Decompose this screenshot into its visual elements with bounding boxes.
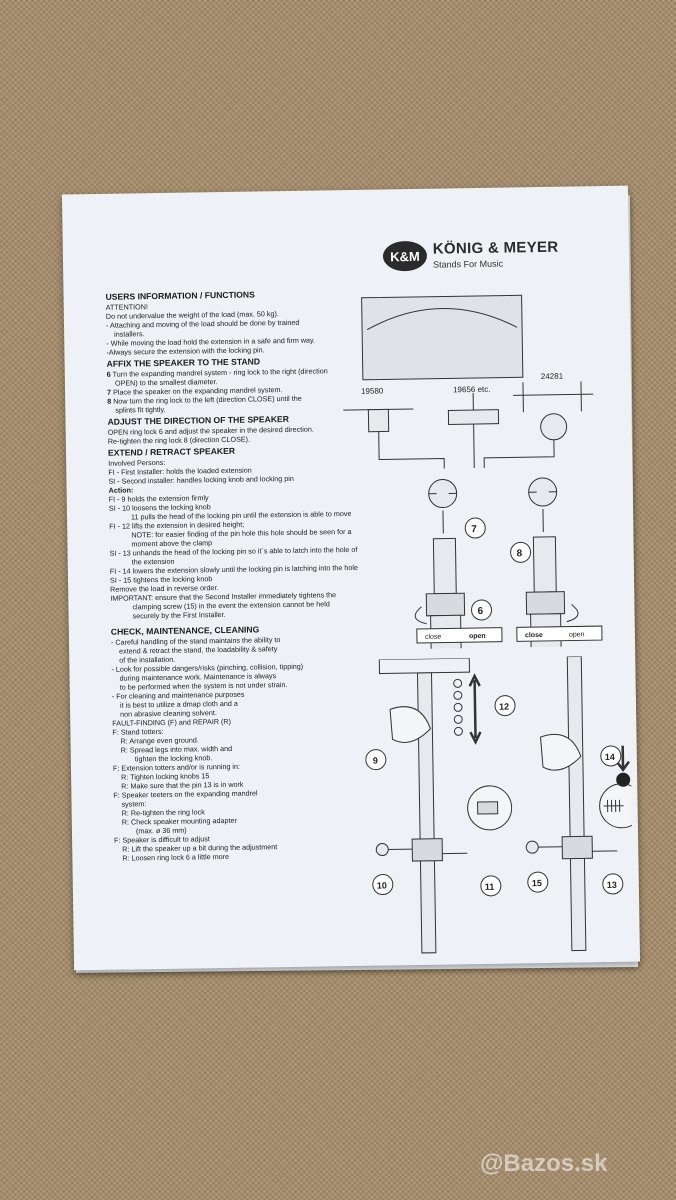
part-label-19580: 19580 — [361, 386, 384, 395]
callout-14-label: 14 — [605, 752, 615, 762]
part-label-24281: 24281 — [541, 372, 564, 381]
step-number: 8 — [107, 396, 112, 406]
pole-right — [566, 655, 587, 952]
brand-name: KÖNIG & MEYER — [432, 238, 559, 258]
pole-left — [416, 672, 437, 954]
load-bracket — [378, 657, 471, 675]
callout-7: 7 — [464, 517, 486, 539]
mandrel-left — [414, 479, 466, 651]
close-open-bar-left — [416, 627, 503, 644]
callout-9-label: 9 — [373, 756, 378, 766]
up-down-arrow — [468, 673, 482, 745]
callout-8: 8 — [510, 541, 532, 563]
step-number: 7 — [106, 387, 112, 397]
step-number: 6 — [106, 369, 111, 379]
speaker-mount-illustration: 19580 19656 etc. 24281 7 8 6 close open … — [343, 294, 603, 651]
callout-12-label: 12 — [499, 702, 509, 712]
callout-6-label: 6 — [477, 606, 483, 617]
watermark: @Bazos.sk — [480, 1150, 608, 1177]
brand-tagline: Stands For Music — [433, 258, 504, 270]
speaker-curve — [366, 308, 518, 331]
callout-14: 14 — [600, 745, 622, 767]
callout-11: 11 — [480, 875, 502, 897]
close-open-bar-right — [516, 625, 603, 642]
km-logo: K&M — [382, 240, 428, 272]
adapter-19656 — [447, 393, 500, 449]
adapter-24281 — [513, 381, 594, 441]
callout-13-label: 13 — [607, 880, 617, 890]
clamp-left — [411, 838, 443, 862]
callout-10: 10 — [372, 874, 394, 896]
callout-8-label: 8 — [517, 548, 523, 559]
callout-7-label: 7 — [471, 524, 477, 535]
speaker-cabinet — [361, 294, 524, 381]
mandrel-right — [525, 477, 579, 651]
down-arrow — [615, 745, 630, 772]
callout-11-label: 11 — [485, 882, 495, 892]
close-label-right: close — [525, 632, 543, 639]
callout-15-label: 15 — [532, 878, 542, 888]
hand-right — [539, 733, 582, 771]
open-label-right: open — [569, 631, 585, 638]
callout-12: 12 — [494, 695, 516, 717]
hand-left — [389, 706, 431, 743]
manual-sheet: K&M KÖNIG & MEYER Stands For Music USERS… — [61, 185, 641, 971]
clamp-right — [561, 835, 593, 860]
part-label-19656: 19656 etc. — [453, 385, 491, 395]
close-label-left: close — [425, 634, 442, 641]
open-label-left: open — [469, 633, 486, 640]
callout-10-label: 10 — [377, 880, 387, 890]
callout-6: 6 — [471, 599, 493, 621]
adapter-19580 — [343, 408, 414, 450]
callout-9: 9 — [365, 749, 387, 771]
callout-15: 15 — [527, 871, 549, 893]
extension-illustration: 12 9 10 11 15 13 14 — [365, 655, 634, 954]
callout-13: 13 — [602, 873, 624, 895]
pin-dot — [616, 772, 631, 787]
